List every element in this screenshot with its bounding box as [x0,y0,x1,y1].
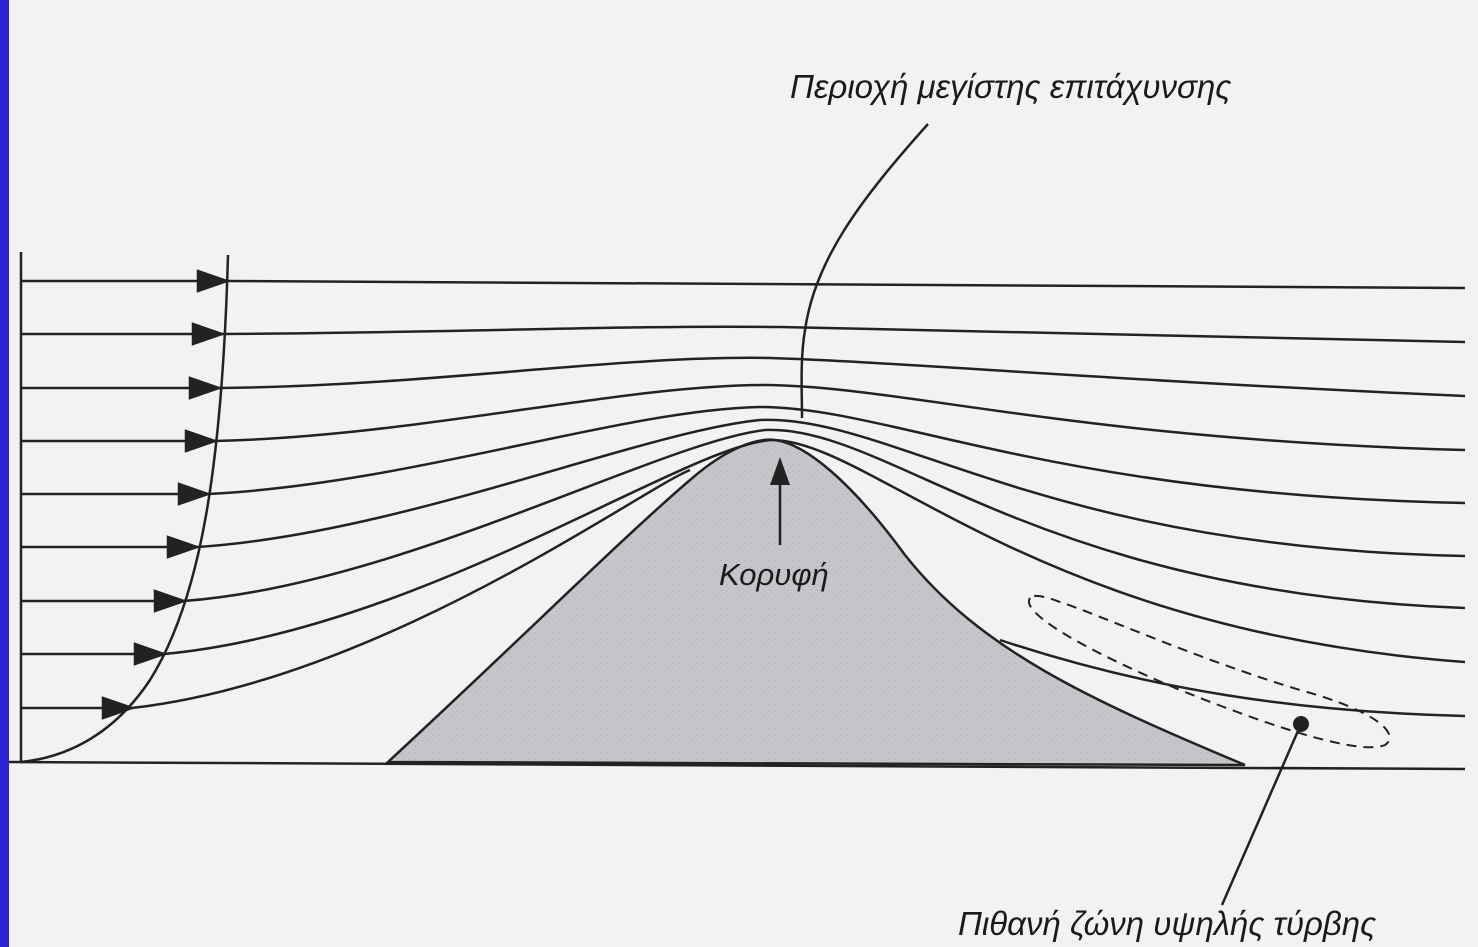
turbulence-pointer-line [1220,723,1303,906]
peak-label: Κορυφή [719,557,829,592]
velocity-arrows [21,269,231,720]
streamline-1 [226,279,1466,290]
ground-line [8,760,1466,771]
streamline-7 [183,428,1466,610]
arrow-head-icon [188,376,223,400]
turbulence-zone-label: Πιθανή ζώνη υψηλής τύρβης [958,905,1377,942]
streamline-3 [218,356,1466,398]
arrow-head-icon [153,589,188,613]
velocity-profile-curve [20,254,230,764]
max-acceleration-pointer [800,123,929,419]
turbulence-zone-outline [1027,594,1391,749]
hill-shape [384,438,1246,767]
max-acceleration-label: Περιοχή μεγίστης επιτάχυνσης [790,68,1232,105]
arrow-head-icon [177,482,212,506]
arrow-head-icon [191,322,226,346]
arrow-head-icon [101,696,136,720]
streamline-4 [214,383,1466,452]
streamline-6 [196,418,1466,558]
left-accent-bar [0,0,9,947]
peak-arrow-head-icon [770,457,790,485]
streamline-8 [163,438,1466,664]
streamline-9-downstream [999,638,1466,718]
streamline-9 [131,468,691,710]
streamline-2 [221,325,1466,344]
arrow-head-icon [184,429,219,453]
arrow-head-icon [196,269,231,293]
streamline-5 [207,405,1466,505]
streamlines [131,279,1466,718]
arrow-head-icon [133,642,168,666]
arrow-head-icon [166,535,201,559]
